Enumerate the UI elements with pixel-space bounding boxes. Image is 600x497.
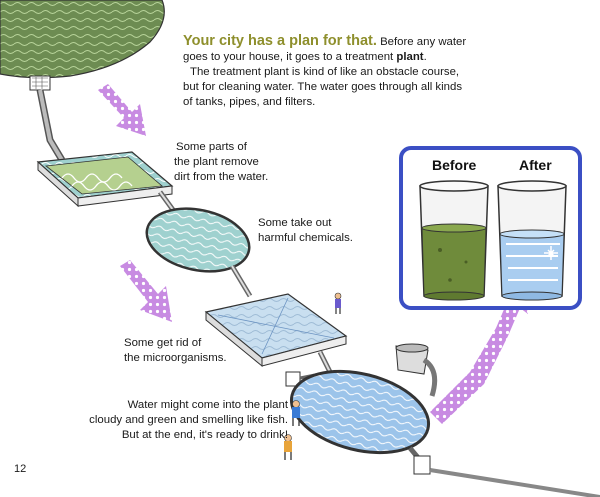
page-number: 12	[14, 463, 27, 475]
caption-step1: Some parts of the plant remove dirt from…	[174, 140, 314, 185]
arrow-2	[120, 260, 172, 322]
after-label: After	[519, 157, 552, 173]
headline: Your city has a plan for that.	[183, 33, 377, 49]
caption-step4: Water might come into the plant cloudy a…	[48, 398, 288, 443]
caption-line: But at the end, it's ready to drink!	[121, 429, 288, 441]
caption-line: Some parts of	[176, 141, 247, 153]
arrow-1	[98, 84, 146, 136]
caption-line: cloudy and green and smelling like fish.	[89, 414, 288, 426]
intro-line2: goes to your house, it goes to a treatme…	[183, 51, 397, 63]
intro-bold-word: plant	[396, 51, 424, 63]
intro-line4: but for cleaning water. The water goes t…	[183, 81, 463, 93]
clean-water-tank	[289, 369, 431, 455]
intro-line1: Before any water	[376, 36, 467, 48]
caption-line: the plant remove	[174, 156, 259, 168]
caption-line: Water might come into the plant	[127, 399, 288, 411]
lake	[0, 0, 165, 79]
intro-line3: The treatment plant is kind of like an o…	[190, 66, 460, 78]
intro-line2-end: .	[423, 51, 427, 63]
arrow-3	[430, 286, 528, 424]
caption-line: Some take out	[258, 217, 332, 229]
intro-line5: of tanks, pipes, and filters.	[183, 96, 316, 108]
chemical-tank	[145, 207, 251, 273]
caption-line: harmful chemicals.	[258, 232, 353, 244]
caption-step3: Some get rid of the microorganisms.	[124, 336, 264, 366]
caption-line: the microorganisms.	[124, 352, 227, 364]
intro-paragraph: Your city has a plan for that. Before an…	[14, 34, 582, 110]
caption-step2: Some take out harmful chemicals.	[258, 216, 398, 246]
caption-line: Some get rid of	[124, 337, 202, 349]
before-label: Before	[432, 157, 477, 173]
caption-line: dirt from the water.	[174, 171, 269, 183]
